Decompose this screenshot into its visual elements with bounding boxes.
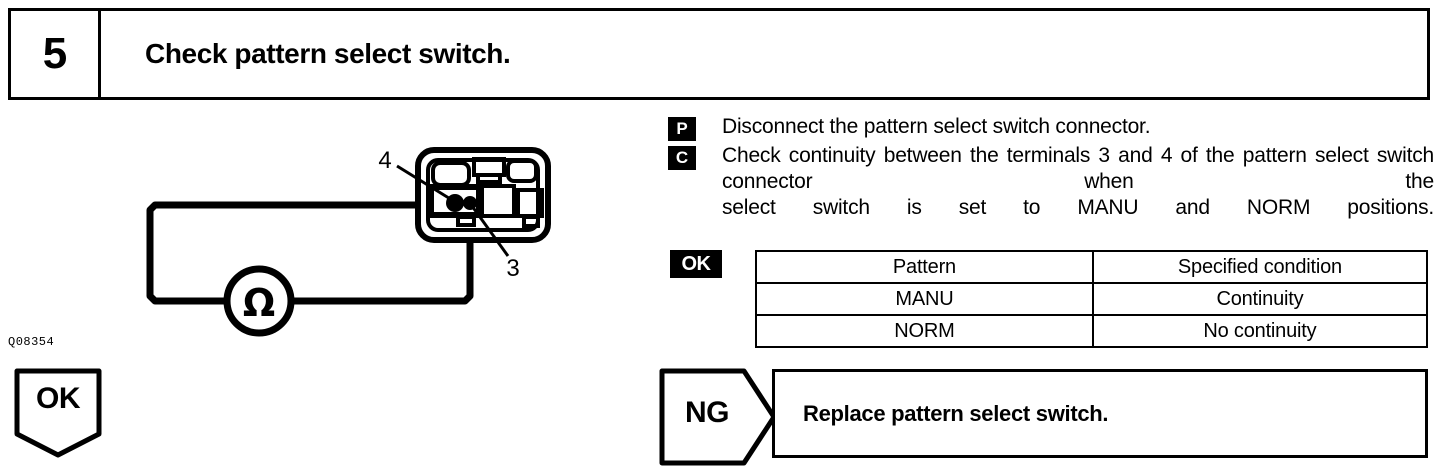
cell-condition-manu: Continuity (1091, 282, 1429, 316)
ohm-glyph: Ω (243, 281, 275, 325)
cell-condition-norm: No continuity (1091, 314, 1429, 348)
specified-condition-table: Pattern Specified condition MANU Continu… (755, 250, 1429, 348)
instruction-item-p: P Disconnect the pattern select switch c… (668, 114, 1434, 141)
circuit-diagram: Ω (0, 104, 660, 364)
table-row: MANU Continuity (755, 282, 1429, 316)
table-row: NORM No continuity (755, 314, 1429, 348)
wire-terminal-3 (287, 212, 474, 305)
circuit-diagram-svg: Ω (146, 147, 551, 337)
table-header-pattern: Pattern (755, 250, 1094, 284)
leader-line-3 (470, 205, 510, 257)
branch-ok-shape (14, 368, 102, 458)
branch-ng-shape (659, 368, 777, 466)
status-badge-ok: OK (670, 250, 722, 278)
branch-ng: NG (659, 368, 777, 466)
branch-ng-label: NG (685, 396, 730, 429)
ng-action-box: Replace pattern select switch. (772, 369, 1428, 458)
instruction-text-c: Check continuity between the terminals 3… (722, 143, 1434, 221)
cell-pattern-norm: NORM (755, 314, 1094, 348)
table-header-row: Pattern Specified condition (755, 250, 1429, 284)
terminal-label-4: 4 (378, 147, 391, 174)
figure-id: Q08354 (8, 335, 55, 349)
ohmmeter-symbol (223, 265, 295, 337)
step-number: 5 (11, 11, 101, 97)
page-title: Check pattern select switch. (145, 38, 511, 69)
terminal-label-3: 3 (506, 255, 519, 282)
wire-terminal-4 (146, 201, 459, 305)
instruction-list: P Disconnect the pattern select switch c… (668, 114, 1434, 223)
instruction-text-p: Disconnect the pattern select switch con… (722, 115, 1151, 138)
instruction-text-c-main: Check continuity between the terminals 3… (722, 144, 1434, 193)
step-header: 5 Check pattern select switch. (8, 8, 1430, 100)
instruction-text-c-lastline: select switch is set to MANU and NORM po… (722, 196, 1434, 219)
branch-ok: OK (14, 368, 102, 458)
table-header-condition: Specified condition (1091, 250, 1429, 284)
branch-ok-label: OK (36, 382, 81, 415)
connector-housing (415, 147, 551, 243)
instruction-item-c: C Check continuity between the terminals… (668, 143, 1434, 221)
leader-line-4 (396, 164, 453, 202)
badge-p: P (668, 117, 696, 141)
cell-pattern-manu: MANU (755, 282, 1094, 316)
badge-c: C (668, 146, 696, 170)
ng-action-text: Replace pattern select switch. (803, 400, 1109, 426)
